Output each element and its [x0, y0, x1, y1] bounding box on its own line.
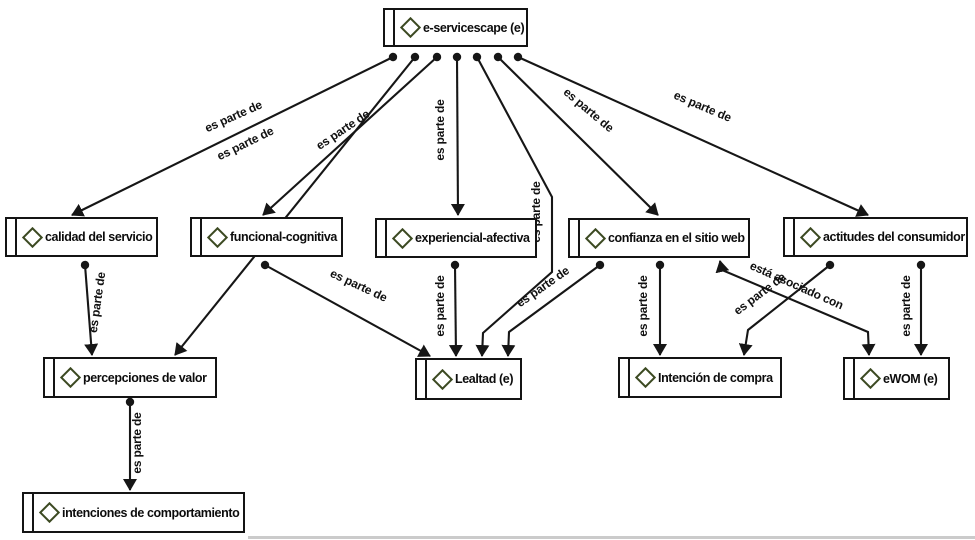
node-experiencial-afectiva[interactable]: experiencial-afectiva — [375, 218, 537, 258]
edge-label: es parte de — [514, 263, 573, 310]
node-label: calidad del servicio — [45, 230, 153, 244]
edge-servicescape-experiencial — [450, 52, 465, 216]
diamond-icon — [59, 366, 82, 389]
node-label: percepciones de valor — [83, 370, 207, 385]
edge-label: es parte de — [672, 88, 734, 125]
diamond-icon — [634, 366, 657, 389]
edge-label: es parte de — [130, 412, 144, 474]
edge-label: es parte de — [636, 275, 650, 337]
edge-label: es parte de — [86, 271, 108, 334]
node-left-strip — [620, 359, 630, 396]
node-percepciones-de-valor[interactable]: percepciones de valor — [43, 357, 217, 398]
node-label: funcional-cognitiva — [230, 230, 337, 244]
node-e-servicescape[interactable]: e-servicescape (e) — [383, 8, 528, 47]
node-label: eWOM (e) — [883, 371, 938, 386]
node-label: Lealtad (e) — [455, 372, 514, 386]
edge-servicescape-confianza — [493, 52, 659, 216]
edge-servicescape-actitudes — [513, 52, 869, 217]
edge-servicescape-percepciones — [174, 52, 420, 356]
node-label: intenciones de comportamiento — [62, 505, 240, 520]
diamond-icon — [38, 501, 61, 524]
diamond-icon — [206, 226, 229, 248]
diamond-icon — [859, 367, 882, 390]
diamond-icon — [799, 226, 822, 248]
node-intencion-de-compra[interactable]: Intención de compra — [618, 357, 782, 398]
edge-label: es parte de — [328, 266, 390, 305]
bottom-divider — [248, 536, 975, 539]
node-left-strip — [845, 359, 855, 398]
node-ewom-e[interactable]: eWOM (e) — [843, 357, 950, 400]
diamond-icon — [431, 368, 454, 390]
edge-experiencial-lealtad — [448, 260, 463, 357]
node-label: e-servicescape (e) — [423, 20, 525, 35]
edge-label: es parte de — [203, 97, 265, 135]
diamond-icon — [584, 227, 607, 249]
node-left-strip — [385, 10, 395, 45]
edge-servicescape-funcional — [262, 52, 442, 216]
diamond-icon — [21, 226, 44, 248]
node-funcional-cognitiva[interactable]: funcional-cognitiva — [190, 217, 343, 257]
node-left-strip — [785, 219, 795, 255]
diamond-icon — [399, 16, 422, 39]
diamond-icon — [391, 227, 414, 249]
edge-confianza-lealtad — [501, 260, 605, 357]
edge-label: es parte de — [433, 275, 447, 337]
edge-actitudes-intencion — [738, 260, 835, 356]
node-label: Intención de compra — [658, 370, 773, 385]
node-left-strip — [377, 220, 387, 256]
node-left-strip — [24, 494, 34, 531]
edge-calidad-percepciones — [80, 260, 99, 356]
node-left-strip — [417, 360, 427, 398]
node-label: confianza en el sitio web — [608, 231, 745, 245]
node-calidad-del-servicio[interactable]: calidad del servicio — [5, 217, 158, 257]
node-actitudes-del-consumidor[interactable]: actitudes del consumidor — [783, 217, 968, 257]
node-left-strip — [570, 220, 580, 256]
node-label: actitudes del consumidor — [823, 230, 965, 244]
edge-label: es parte de — [899, 275, 913, 337]
node-intenciones-de-comportamiento[interactable]: intenciones de comportamiento — [22, 492, 245, 533]
edge-funcional-lealtad — [260, 260, 431, 357]
node-lealtad-e[interactable]: Lealtad (e) — [415, 358, 522, 400]
edge-label: es parte de — [433, 99, 447, 161]
node-left-strip — [7, 219, 17, 255]
node-confianza-en-el-sitio-web[interactable]: confianza en el sitio web — [568, 218, 750, 258]
node-left-strip — [45, 359, 55, 396]
node-left-strip — [192, 219, 202, 255]
node-label: experiencial-afectiva — [415, 231, 530, 245]
